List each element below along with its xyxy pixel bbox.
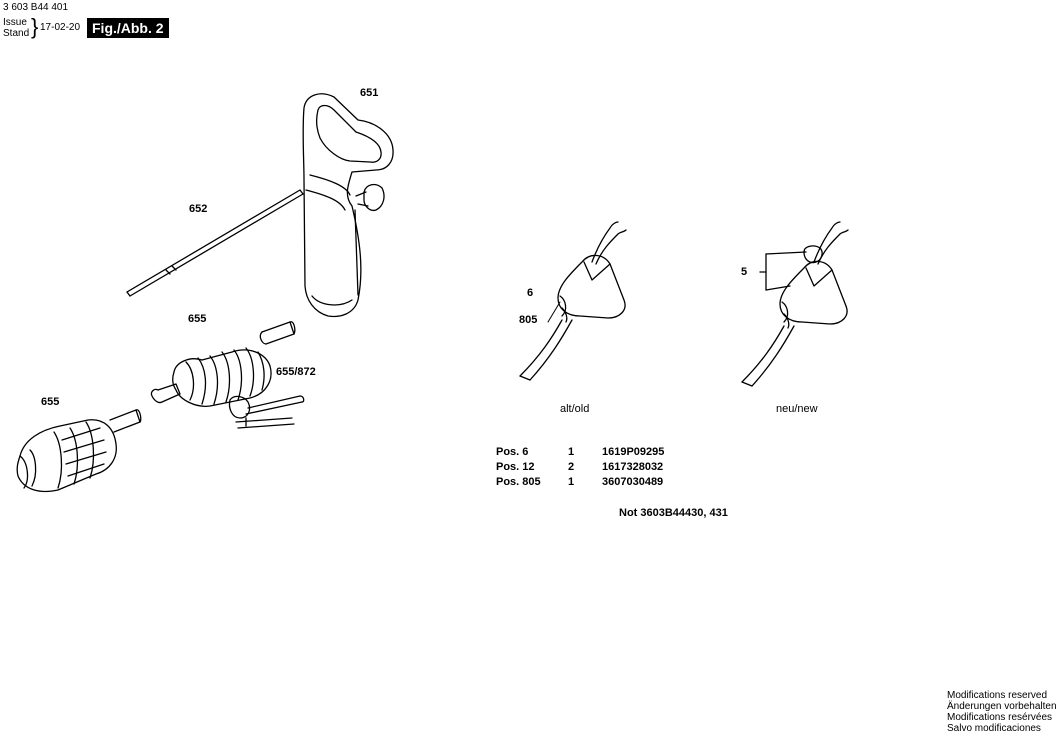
part-number-cell: 3607030489: [602, 476, 664, 488]
stand-label: Stand: [3, 28, 30, 39]
callout-655-upper: 655: [188, 313, 207, 325]
issue-label: Issue: [3, 17, 27, 28]
callout-bracket-icon: [759, 251, 807, 291]
key-chuck-icon: [150, 321, 296, 407]
position-cell: Pos. 12: [496, 461, 535, 473]
model-note: Not 3603B44430, 431: [619, 507, 728, 519]
callout-655-lower: 655: [41, 396, 60, 408]
quantity-cell: 1: [568, 446, 575, 458]
part-number-cell: 1617328032: [602, 461, 664, 473]
new-cable-icon: [741, 221, 849, 387]
depth-rod-icon: [126, 189, 304, 297]
modifications-notice: Modifications reserved Änderungen vorbeh…: [947, 690, 1057, 734]
callout-5: 5: [741, 266, 748, 278]
callout-655-872: 655/872: [276, 366, 316, 378]
chuck-key-icon: [228, 395, 305, 429]
issue-date: 17-02-20: [40, 22, 81, 33]
callout-651: 651: [360, 87, 379, 99]
caption-old: alt/old: [560, 403, 590, 415]
quantity-cell: 1: [568, 476, 575, 488]
figure-label: Fig./Abb. 2: [87, 18, 169, 38]
table-row: Pos. 805 1 3607030489: [496, 475, 670, 490]
position-cell: Pos. 805: [496, 476, 541, 488]
modifications-line: Salvo modificaciones: [947, 723, 1041, 734]
callout-805: 805: [519, 314, 538, 326]
position-cell: Pos. 6: [496, 446, 529, 458]
modifications-line: Änderungen vorbehalten: [947, 701, 1057, 712]
modifications-line: Modifications reserved: [947, 690, 1048, 701]
part-number-cell: 1619P09295: [602, 446, 665, 458]
keyless-chuck-icon: [16, 409, 142, 493]
table-row: Pos. 6 1 1619P09295: [496, 445, 670, 460]
document-number: 3 603 B44 401: [3, 2, 69, 13]
modifications-line: Modifications resérvées: [947, 712, 1053, 723]
brace-icon: }: [31, 14, 39, 39]
auxiliary-handle-icon: [302, 93, 394, 318]
callout-6: 6: [527, 287, 534, 299]
leader-lines: [547, 301, 561, 323]
caption-new: neu/new: [776, 403, 818, 415]
table-row: Pos. 12 2 1617328032: [496, 460, 670, 475]
old-cable-icon: [519, 221, 627, 381]
quantity-cell: 2: [568, 461, 575, 473]
callout-652: 652: [189, 203, 208, 215]
